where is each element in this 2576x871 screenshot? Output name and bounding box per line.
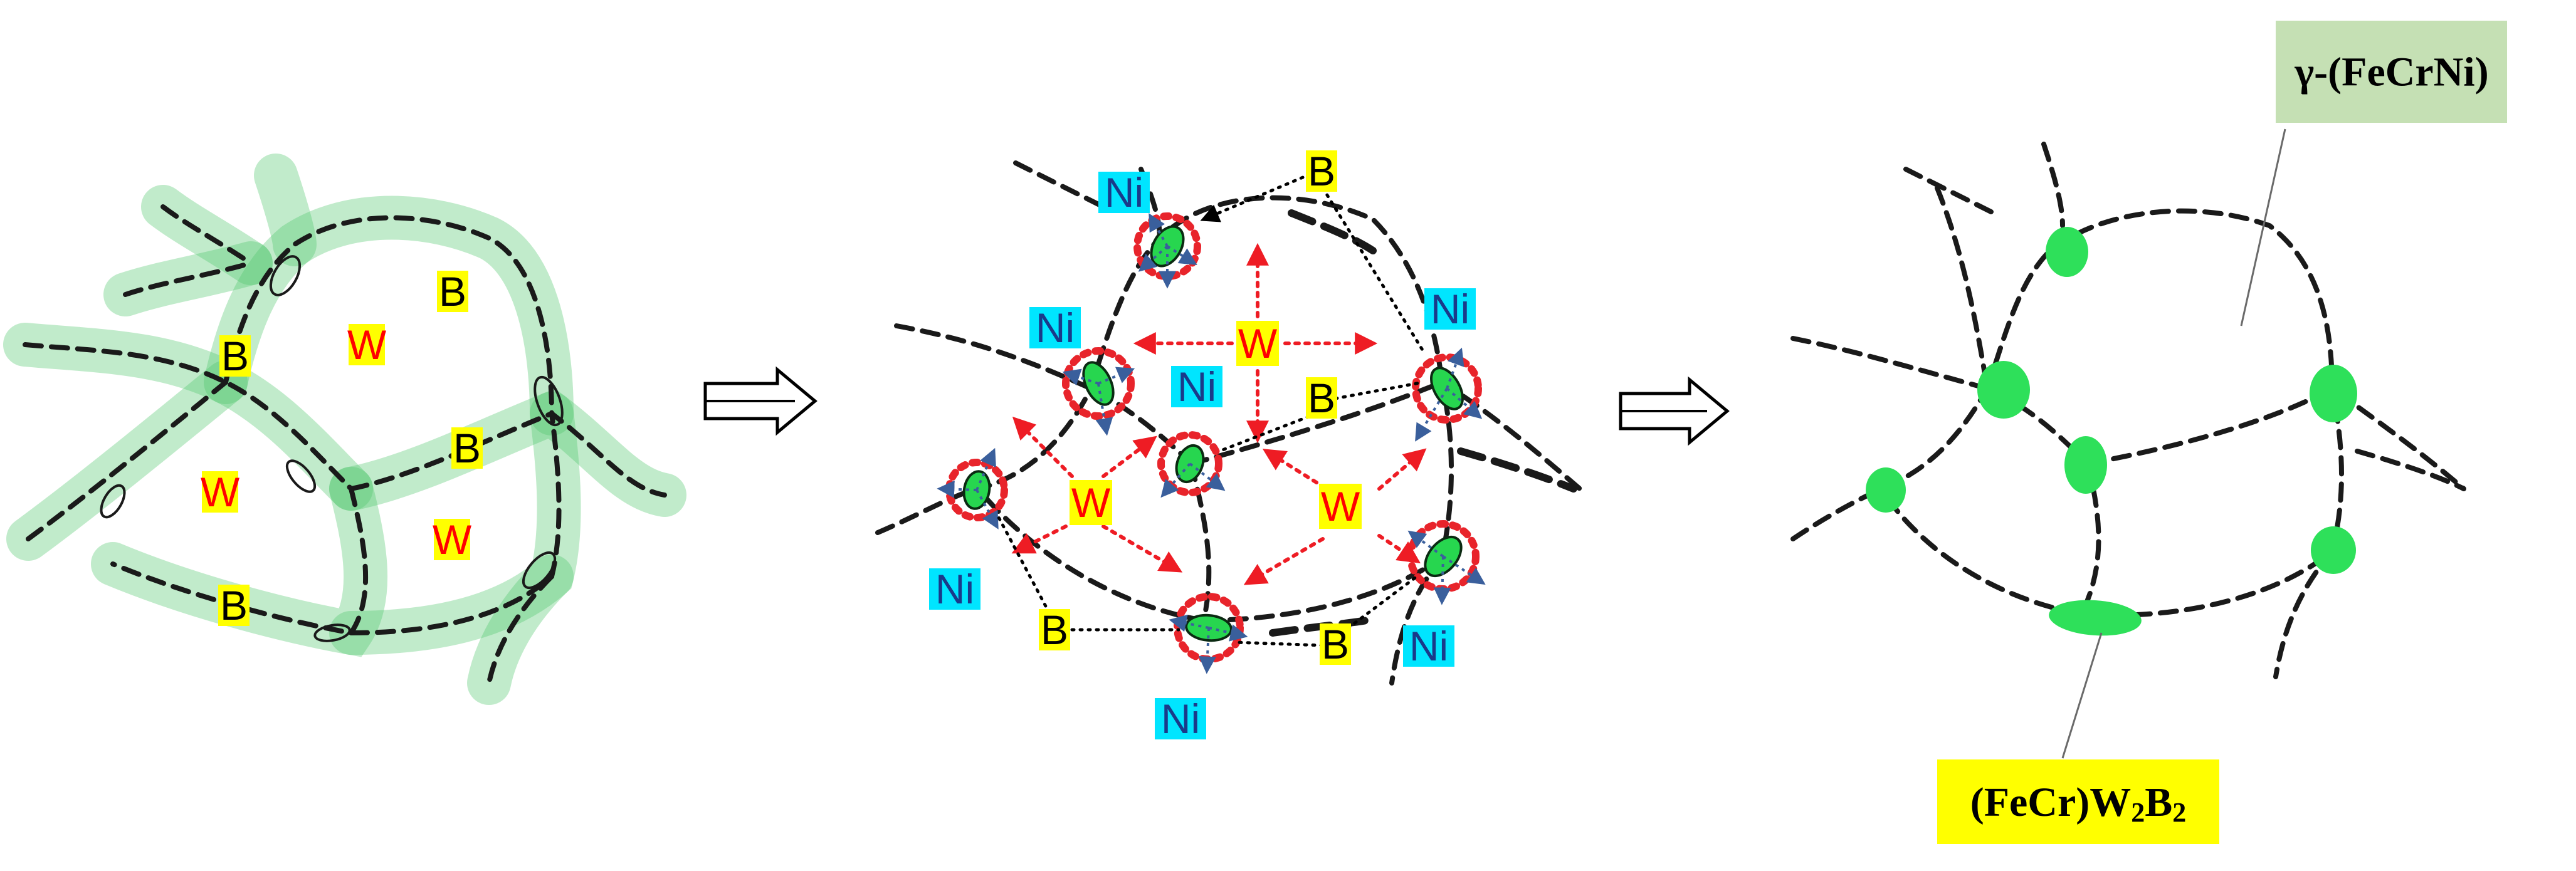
boride-phase-label: (FeCr)W2B2 [1937,759,2219,844]
w-label-2: W [1070,479,1112,526]
svg-text:B: B [1322,621,1349,667]
ni-label-1: Ni [1098,169,1150,216]
svg-text:γ-(FeCrNi): γ-(FeCrNi) [2294,50,2488,95]
grain-boundaries [23,204,667,686]
b-label-1: B [437,268,468,315]
svg-text:Ni: Ni [1161,696,1200,742]
double-right-arrow-icon [703,366,817,436]
grain-boundaries [1790,142,2466,679]
svg-text:B: B [1308,148,1335,194]
b-label-2: B [219,333,251,379]
boride-leader [2061,632,2103,759]
panel-1-initial-state: W W W B B B B [3,154,686,705]
svg-text:Ni: Ni [1105,169,1143,216]
b-label-1: B [1306,148,1337,194]
w-label-1: W [1236,320,1279,367]
svg-text:Ni: Ni [1036,305,1075,351]
svg-text:B: B [439,268,466,315]
w-diffusion-arrows [1011,243,1427,585]
boron-supply-lines [995,172,1425,647]
b-label-4: B [1320,621,1351,667]
svg-text:Ni: Ni [1431,286,1469,332]
boride-precipitates [1866,227,2357,636]
ni-label-3: Ni [1171,363,1222,410]
ni-label-5: Ni [929,566,980,612]
svg-text:W: W [433,516,472,563]
w-label-3: W [433,516,472,563]
svg-text:(FeCr)W2B2: (FeCr)W2B2 [1970,780,2187,828]
ni-label-2: Ni [1029,305,1081,351]
svg-text:B: B [220,582,248,628]
svg-text:W: W [1238,320,1278,367]
matrix-leader [2240,128,2286,326]
b-label-3: B [451,425,483,471]
svg-text:B: B [1041,607,1068,653]
svg-text:W: W [1071,479,1111,526]
svg-text:W: W [347,321,387,368]
svg-text:W: W [201,469,240,515]
svg-text:B: B [1308,375,1335,421]
w-label-3: W [1319,483,1362,529]
b-label-2: B [1306,375,1337,421]
svg-text:Ni: Ni [1409,623,1448,669]
ni-label-6: Ni [1155,696,1206,742]
svg-text:W: W [1321,483,1360,529]
w-label-1: W [347,321,387,368]
b-label-3: B [1039,607,1070,653]
svg-text:Ni: Ni [1177,363,1216,410]
svg-text:B: B [453,425,481,471]
ni-label-4: Ni [1424,286,1476,332]
matrix-phase-label: γ-(FeCrNi) [2276,21,2507,123]
ni-label-7: Ni [1403,623,1454,669]
panel-3-final-microstructure: γ-(FeCrNi) (FeCr)W2B2 [1790,21,2507,844]
panel-2-diffusion-state: B B B B W W W Ni [875,148,1582,742]
svg-text:B: B [221,333,249,379]
boundary-lenses [100,255,564,642]
w-label-2: W [201,469,240,515]
svg-text:Ni: Ni [935,566,974,612]
ni-diffusion-arrows [937,213,1486,674]
double-right-arrow-icon [1619,376,1730,446]
b-label-4: B [218,582,250,628]
